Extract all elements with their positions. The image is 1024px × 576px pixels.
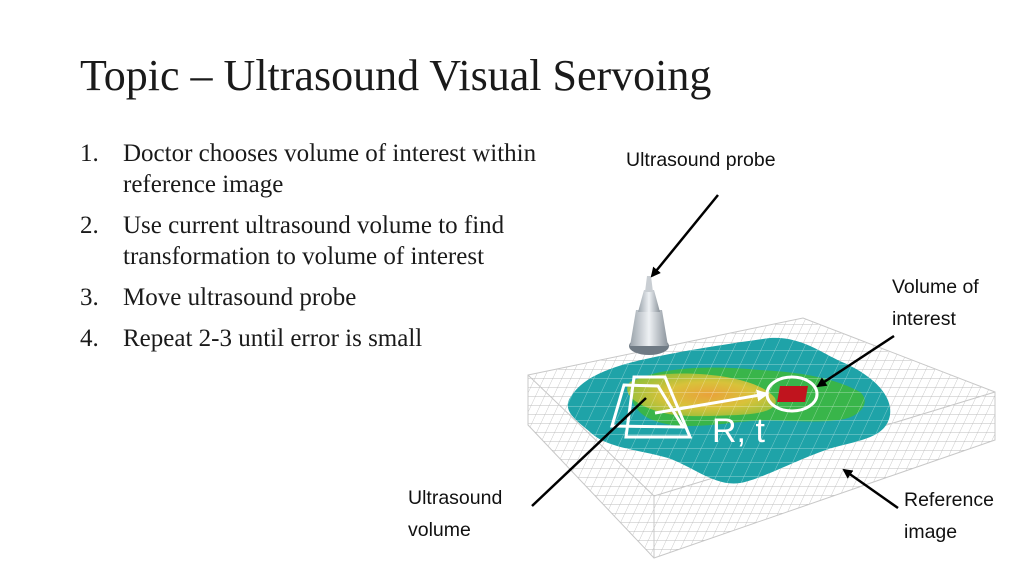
anatomy-surface — [567, 337, 891, 484]
step-number: 3. — [80, 284, 99, 311]
step-item: 2. Use current ultrasound volume to find… — [80, 210, 620, 272]
step-item: 3. Move ultrasound probe — [80, 282, 620, 313]
step-item: 4. Repeat 2-3 until error is small — [80, 323, 620, 354]
reference-callout-arrow — [842, 468, 899, 510]
voi-label: Volume of interest — [892, 276, 979, 330]
steps-list: 1. Doctor chooses volume of interest wit… — [80, 138, 620, 364]
step-number: 2. — [80, 212, 99, 239]
ultrasound-volume-frustum — [610, 375, 693, 439]
probe-callout-arrow — [650, 194, 719, 278]
ultrasound-probe — [629, 276, 669, 355]
reference-image-label: Reference image — [904, 489, 994, 543]
step-text: Doctor chooses volume of interest within… — [123, 140, 537, 198]
step-text: Repeat 2-3 until error is small — [123, 325, 423, 352]
step-text: Move ultrasound probe — [123, 284, 357, 311]
us-volume-label: Ultrasound volume — [408, 487, 503, 541]
step-number: 4. — [80, 325, 99, 352]
step-item: 1. Doctor chooses volume of interest wit… — [80, 138, 620, 200]
transform-arrow — [654, 389, 769, 415]
step-text: Use current ultrasound volume to find tr… — [123, 212, 505, 270]
probe-label: Ultrasound probe — [626, 149, 776, 171]
transform-label: R, t — [712, 412, 765, 450]
step-number: 1. — [80, 140, 99, 167]
us-volume-callout-arrow — [531, 397, 647, 507]
voi-callout-arrow — [816, 334, 895, 388]
slide-title: Topic – Ultrasound Visual Servoing — [80, 51, 712, 100]
